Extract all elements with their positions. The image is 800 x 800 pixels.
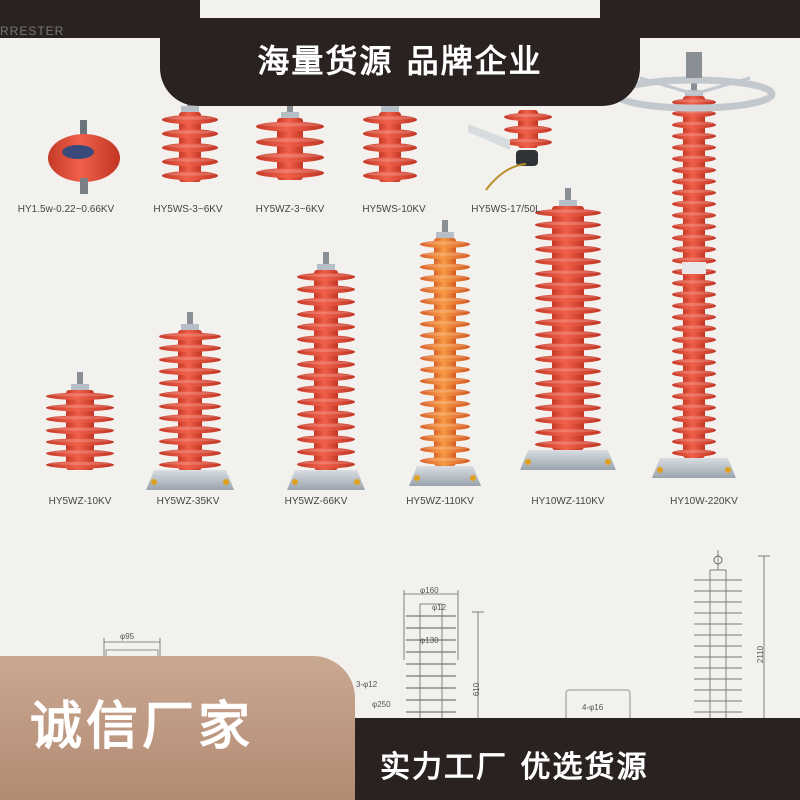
top-banner	[160, 18, 640, 106]
product-label: HY5WZ-3~6KV	[255, 204, 325, 215]
banner-title: 海量货源 品牌企业	[257, 42, 543, 80]
slogan-left: 诚信厂家	[30, 697, 255, 757]
arrester-figure	[48, 120, 120, 194]
arrester-illustrations	[46, 52, 776, 490]
dimension-label: φ160	[420, 586, 439, 595]
bottom-left-panel	[0, 656, 355, 800]
product-label: HY5WS-17/50L	[471, 204, 541, 215]
arrester-figure	[504, 110, 552, 148]
product-label: HY5WZ-66KV	[284, 496, 348, 507]
arrester-bracket	[468, 124, 538, 191]
product-label: HY10W-220KV	[670, 496, 738, 507]
arrester-figure	[162, 94, 218, 182]
partial-heading-text: RRESTER	[0, 24, 65, 38]
dimension-label: φ95	[120, 632, 135, 641]
arrester-figure	[287, 252, 365, 490]
arrester-figure	[520, 188, 616, 470]
product-label: HY5WZ-10KV	[48, 496, 112, 507]
arrester-figure	[256, 100, 324, 180]
dimension-label: 3-φ12	[356, 680, 378, 689]
dimension-label: φ130	[420, 636, 439, 645]
slogan-right: 实力工厂 优选货源	[380, 750, 649, 785]
arrester-figure	[652, 78, 736, 478]
arrester-figure	[363, 94, 417, 182]
product-label: HY1.5w-0.22~0.66KV	[17, 204, 115, 215]
dimension-label: 610	[472, 682, 482, 697]
dimension-label: φ250	[372, 700, 391, 709]
product-label: HY5WS-3~6KV	[153, 204, 223, 215]
product-label: HY10WZ-110KV	[531, 496, 605, 507]
arrester-figure	[146, 312, 234, 490]
dimension-label: 4-φ16	[582, 703, 604, 712]
arrester-figure	[409, 220, 481, 486]
product-label: HY5WZ-110KV	[406, 496, 474, 507]
dimension-label: 2110	[756, 645, 766, 664]
product-label: HY5WZ-35KV	[156, 496, 220, 507]
dimension-label: φ12	[432, 603, 447, 612]
arrester-figure	[46, 372, 114, 470]
product-label: HY5WS-10KV	[362, 204, 426, 215]
